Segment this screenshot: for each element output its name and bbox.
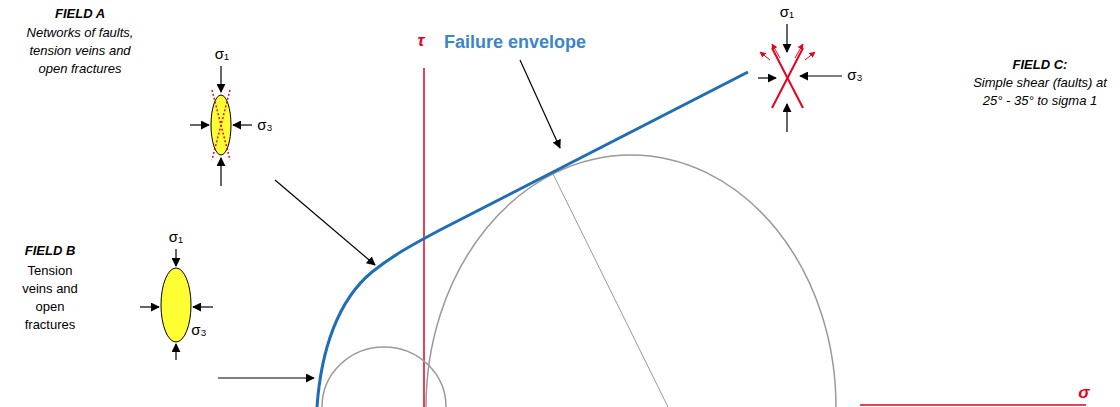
shear-sense-arrow <box>795 44 803 58</box>
fault-dotted <box>212 90 230 160</box>
field-title: FIELD B <box>25 242 76 260</box>
stress-arrow <box>786 24 787 52</box>
shear-sense-arrow <box>805 52 815 60</box>
stress-arrow <box>758 77 776 78</box>
stress-arrow <box>193 306 213 307</box>
axis-label: τ <box>418 32 425 50</box>
vein-lens <box>161 268 191 342</box>
field-description: Tension veins and open fractures <box>16 262 84 334</box>
mohr-circle-large <box>426 155 836 407</box>
stress-arrow <box>220 158 221 186</box>
stress-symbol: σ₁ <box>169 228 183 246</box>
stress-arrow <box>175 249 176 266</box>
shear-sense-arrow <box>760 52 770 60</box>
stress-arrow <box>800 75 842 76</box>
stress-arrow <box>220 66 221 92</box>
leader-arrow <box>218 377 314 378</box>
stress-symbol: σ₁ <box>215 45 229 63</box>
axis-label: σ <box>1078 384 1089 402</box>
stress-arrow <box>175 344 176 360</box>
stress-symbol: σ₃ <box>257 116 272 134</box>
envelope-label: Failure envelope <box>444 33 586 51</box>
field-title: FIELD C: <box>1013 56 1068 74</box>
failure-envelope-curve <box>317 72 748 407</box>
field-description: Simple shear (faults) at 25° - 35° to si… <box>968 74 1113 110</box>
leader-arrow <box>275 180 375 265</box>
sigma-axis <box>860 404 1086 406</box>
field-title: FIELD A <box>55 5 105 23</box>
field-description: Networks of faults, tension veins and op… <box>20 24 140 78</box>
stress-arrow <box>190 124 209 125</box>
stress-symbol: σ₁ <box>780 3 794 21</box>
stress-arrow <box>140 306 159 307</box>
shear-fault <box>772 48 803 108</box>
stress-arrow <box>786 104 787 132</box>
stress-symbol: σ₃ <box>847 66 862 84</box>
radius-line <box>553 174 668 407</box>
leader-arrow <box>520 60 560 148</box>
mohr-circle-small <box>322 347 446 407</box>
shear-sense-arrow <box>772 44 780 58</box>
stress-symbol: σ₃ <box>191 321 206 339</box>
shear-fault <box>772 48 803 108</box>
stress-arrow <box>233 124 252 125</box>
fault-dotted <box>212 90 230 160</box>
